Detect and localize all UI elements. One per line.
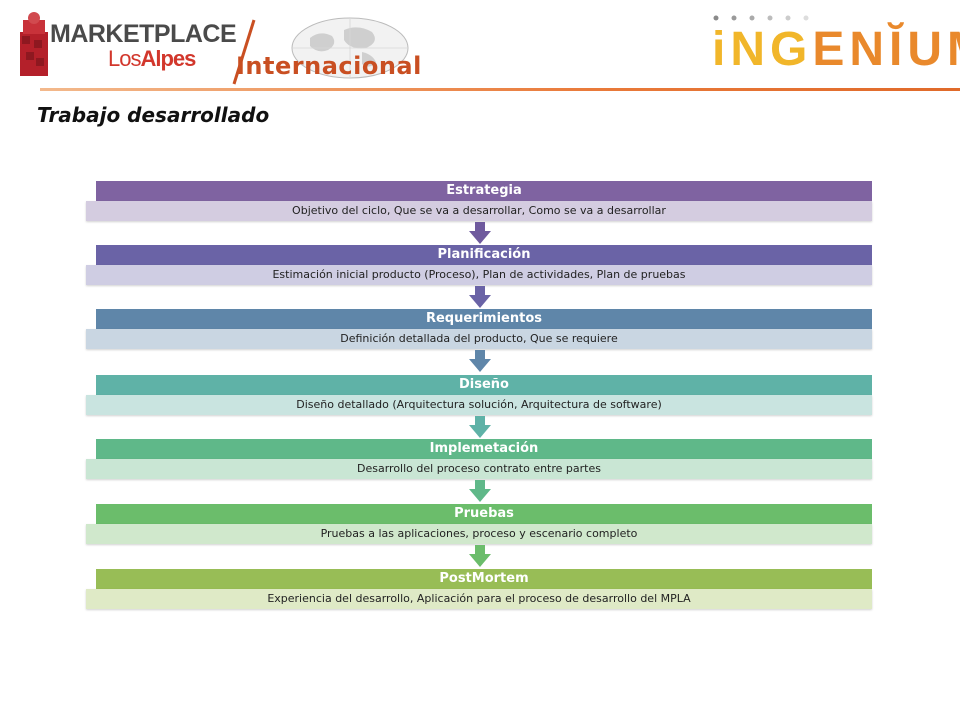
phase-title: Estrategia bbox=[96, 181, 872, 201]
phase-description: Estimación inicial producto (Proceso), P… bbox=[86, 265, 872, 285]
ingenium-logo: iNGENĬUM bbox=[712, 26, 960, 74]
phase-description: Desarrollo del proceso contrato entre pa… bbox=[86, 459, 872, 479]
header-rule bbox=[40, 88, 960, 91]
arrow-down-icon bbox=[469, 416, 491, 438]
alpes-text: Alpes bbox=[140, 46, 196, 71]
losalpes-wordmark: LosAlpes bbox=[108, 46, 196, 71]
arrow-down-icon bbox=[469, 480, 491, 502]
marketplace-wordmark: MARKETPLACE bbox=[50, 20, 237, 48]
phase-description: Diseño detallado (Arquitectura solución,… bbox=[86, 395, 872, 415]
phase-title: Pruebas bbox=[96, 504, 872, 524]
ingenium-dots-icon bbox=[713, 15, 809, 21]
arrow-down-icon bbox=[469, 350, 491, 372]
los-text: Los bbox=[108, 46, 141, 71]
arrow-down-icon bbox=[469, 222, 491, 244]
ingenium-part-1: iNG bbox=[712, 23, 813, 76]
phase-title: Implemetación bbox=[96, 439, 872, 459]
header: MARKETPLACE LosAlpes Internacional iNGEN… bbox=[0, 0, 960, 100]
phase-description: Definición detallada del producto, Que s… bbox=[86, 329, 872, 349]
arrow-down-icon bbox=[469, 545, 491, 567]
phase-title: Planificación bbox=[96, 245, 872, 265]
phase-description: Pruebas a las aplicaciones, proceso y es… bbox=[86, 524, 872, 544]
page-title: Trabajo desarrollado bbox=[37, 103, 270, 127]
marketplace-logo-icon bbox=[20, 12, 48, 76]
ingenium-part-2: ENĬUM bbox=[812, 23, 960, 76]
phase-title: PostMortem bbox=[96, 569, 872, 589]
phase-title: Requerimientos bbox=[96, 309, 872, 329]
phase-description: Objetivo del ciclo, Que se va a desarrol… bbox=[86, 201, 872, 221]
phase-description: Experiencia del desarrollo, Aplicación p… bbox=[86, 589, 872, 609]
phase-title: Diseño bbox=[96, 375, 872, 395]
internacional-wordmark: Internacional bbox=[236, 52, 422, 80]
world-map-icon bbox=[232, 17, 409, 85]
arrow-down-icon bbox=[469, 286, 491, 308]
